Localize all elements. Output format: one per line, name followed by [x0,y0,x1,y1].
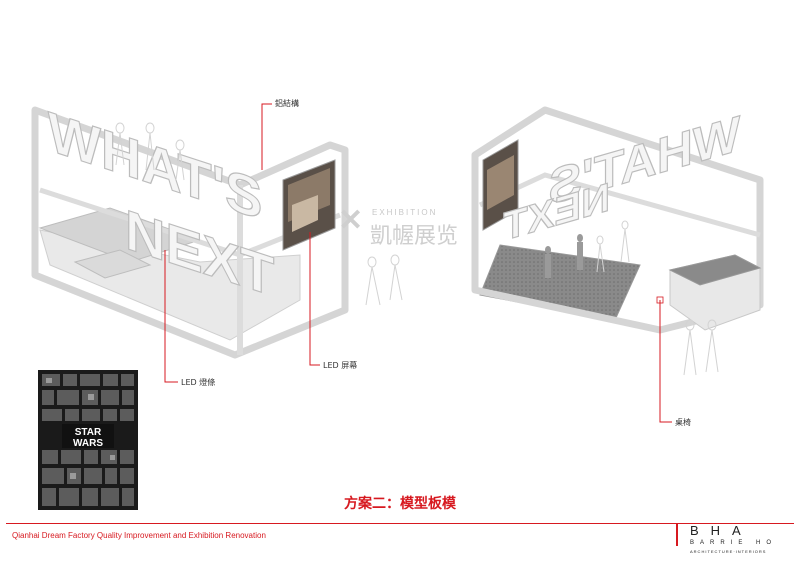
leader-table-chair [659,300,672,423]
label-led-screen: LED 屏幕 [323,361,358,370]
label-table-chair: 桌椅 [675,418,691,427]
label-aluminum-frame: 鋁結構 [275,99,299,108]
brand-divider [676,524,678,546]
poster-logo-line2: WARS [73,438,103,449]
page-title: 方案二：模型板模 [344,496,456,512]
watermark-cn: 凱幄展览 [370,224,459,249]
leader-aluminum [261,103,272,170]
left-structure: WHAT'S NEXT [31,100,403,383]
poster-logo-line1: STAR [75,427,102,438]
brand-tagline: ARCHITECTURE·INTERIORS [690,549,767,554]
footer-project-name: Qianhai Dream Factory Quality Improvemen… [12,531,266,540]
leader-led-screen [309,232,320,366]
right-structure: WHAT'S NEXT [471,104,764,423]
brand-name: BARRIE HO [690,540,778,546]
brand-logo: BHA [690,523,753,538]
left-frame-top [31,106,349,359]
watermark-en: EXHIBITION [372,208,438,217]
starwars-poster: STAR WARS [38,370,138,510]
footer-divider [6,523,794,524]
leader-led-strip [164,250,178,383]
label-led-strip: LED 燈條 [181,378,216,387]
left-counter [73,249,152,279]
watermark-logo-mark: ✕ [338,204,364,237]
